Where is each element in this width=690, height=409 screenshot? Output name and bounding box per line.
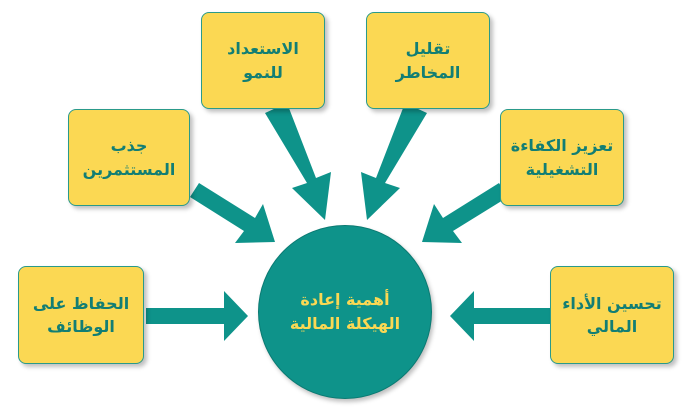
node-label: الحفاظ على (32, 293, 130, 313)
arrow-investors (190, 183, 275, 243)
node-label: المستثمرين (82, 159, 176, 179)
arrow-jobs (146, 291, 248, 341)
node-label: تعزيز الكفاءة (510, 136, 614, 156)
node-financial-performance: تحسين الأداء المالي (550, 266, 674, 364)
node-label: تحسين الأداء (562, 293, 662, 313)
node-label: الاستعداد للنمو (227, 39, 299, 82)
node-label: الوظائف (47, 317, 115, 336)
center-node: أهمية إعادة الهيكلة المالية (258, 225, 432, 399)
node-label: تقليل المخاطر (395, 39, 461, 82)
arrow-financial (450, 291, 552, 341)
center-label: أهمية إعادة (300, 290, 390, 309)
node-reduce-risk: تقليل المخاطر (366, 12, 490, 109)
node-preserve-jobs: الحفاظ على الوظائف (18, 266, 144, 364)
node-attract-investors: جذب المستثمرين (68, 109, 190, 206)
node-growth-readiness: الاستعداد للنمو (201, 12, 325, 109)
node-label: جذب (110, 136, 148, 156)
node-operational-efficiency: تعزيز الكفاءة التشغيلية (500, 109, 624, 206)
arrow-risk (361, 103, 427, 220)
node-label: المالي (586, 317, 638, 336)
node-label: التشغيلية (525, 159, 599, 179)
arrow-efficiency (422, 183, 508, 243)
arrow-growth (265, 103, 331, 220)
center-label: الهيكلة المالية (289, 314, 401, 333)
